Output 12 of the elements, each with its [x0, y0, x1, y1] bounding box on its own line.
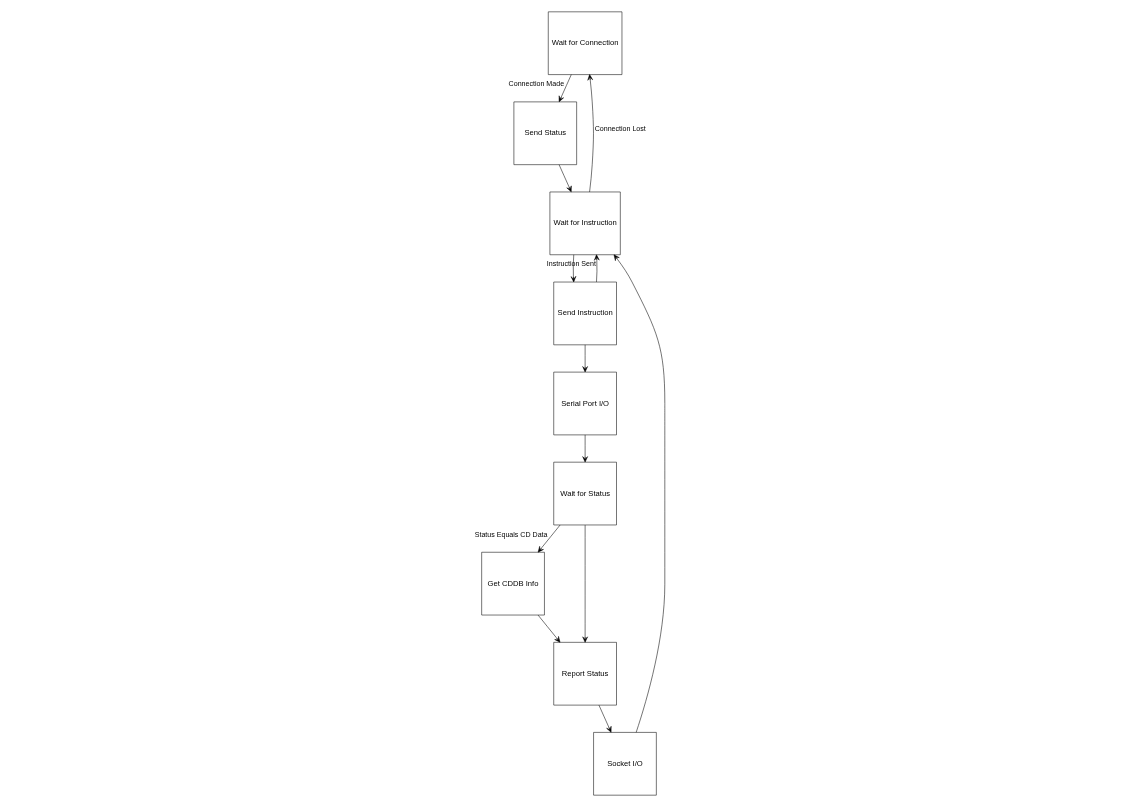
arrow: [582, 434, 588, 463]
arrow: [598, 704, 612, 733]
arrow: [582, 344, 588, 373]
arrow: [570, 254, 577, 283]
arrow: [587, 74, 594, 193]
arrow: [594, 254, 600, 283]
arrow: [537, 614, 561, 643]
arrow: [613, 254, 666, 733]
arrow: [582, 524, 588, 643]
arrow: [537, 524, 561, 553]
arrow: [558, 164, 572, 193]
arrow: [558, 74, 572, 103]
